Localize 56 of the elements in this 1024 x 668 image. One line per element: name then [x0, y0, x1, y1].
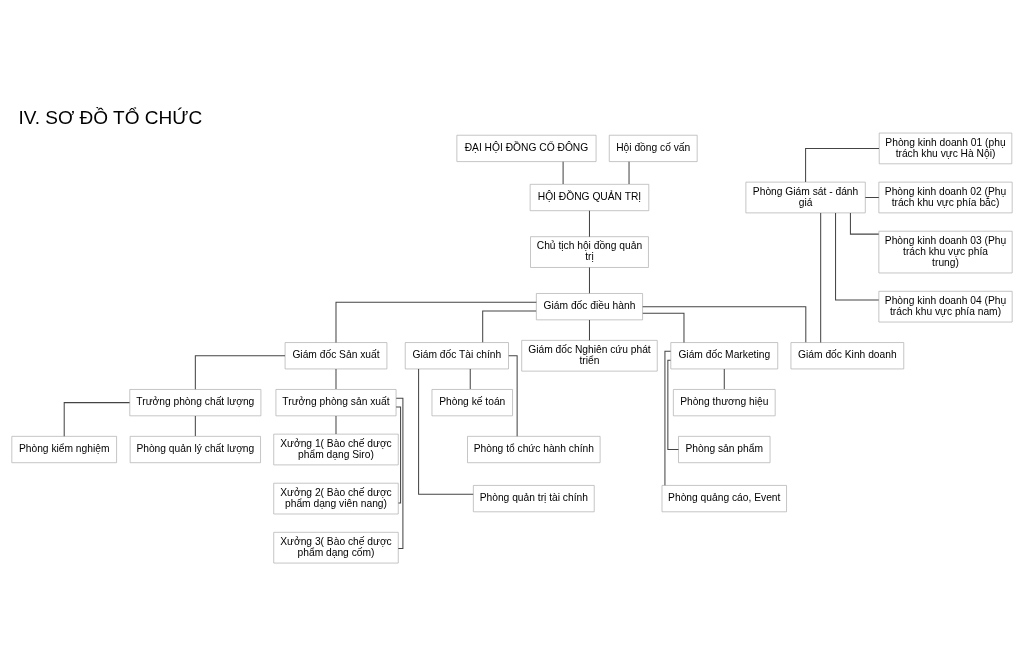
connector: [835, 212, 880, 301]
node-box: Giám đốc điều hành: [536, 292, 643, 320]
connector: [864, 196, 880, 198]
diagram-title: IV. SƠ ĐỒ TỔ CHỨC: [18, 106, 203, 128]
connector: [395, 397, 404, 549]
connector: [335, 414, 337, 435]
node-box: Phòng kinh doanh 03 (Phụ trách khu vực phía trung): [878, 230, 1013, 273]
node-box: Hội đồng cố vấn: [608, 134, 698, 162]
node-box: Giám đốc Sản xuất: [284, 341, 388, 369]
node-box: Trưởng phòng chất lượng: [129, 388, 262, 416]
connector: [194, 414, 196, 437]
node-box: Xưởng 3( Bào chế dược phẩm dạng cốm): [273, 531, 399, 563]
node-box: Phòng quảng cáo, Event: [661, 484, 787, 512]
connector: [667, 359, 679, 450]
node-box: HỘI ĐỒNG QUẢN TRỊ: [529, 183, 650, 211]
connector: [805, 147, 880, 182]
node-box: Phòng tổ chức hành chính: [467, 435, 601, 463]
node-box: ĐẠI HỘI ĐỒNG CỔ ĐÔNG: [456, 134, 597, 162]
connector: [642, 312, 685, 343]
connector: [588, 266, 590, 294]
connector: [194, 354, 286, 390]
node-box: Giám đốc Kinh doanh: [790, 341, 905, 369]
connector: [664, 350, 672, 486]
connector: [849, 212, 880, 235]
connector: [588, 209, 590, 237]
connector: [820, 212, 822, 343]
connector: [628, 160, 630, 185]
connector: [335, 368, 337, 390]
node-box: Xưởng 1( Bào chế dược phẩm dạng Siro): [273, 433, 399, 465]
connector: [418, 368, 474, 495]
connector: [562, 160, 564, 185]
node-box: Chủ tịch hội đồng quản trị: [530, 235, 649, 268]
node-box: Phòng kiểm nghiệm: [11, 435, 117, 463]
node-box: Phòng quản trị tài chính: [473, 484, 595, 512]
connector: [508, 354, 518, 437]
connector: [395, 406, 402, 503]
node-box: Xưởng 2( Bào chế dược phẩm dạng viên nang): [273, 482, 399, 514]
node-box: Phòng Giám sát - đánh giá: [745, 181, 866, 213]
node-box: Giám đốc Tài chính: [404, 341, 509, 369]
node-box: Phòng sản phẩm: [678, 435, 771, 463]
connector: [723, 368, 725, 390]
connector: [482, 310, 537, 343]
node-box: Phòng kinh doanh 02 (Phụ trách khu vực phía bắc): [878, 181, 1013, 213]
node-box: Giám đốc Nghiên cứu phát triển: [521, 339, 658, 371]
node-box: Phòng kinh doanh 04 (Phụ trách khu vực phía nam): [878, 290, 1013, 322]
node-box: Phòng thương hiệu: [673, 388, 776, 416]
connector: [335, 301, 537, 343]
connector: [588, 319, 590, 341]
node-box: Phòng kế toán: [431, 388, 513, 416]
node-box: Phòng kinh doanh 01 (phụ trách khu vực Hà Nội): [878, 132, 1013, 164]
node-box: Trưởng phòng sản xuất: [275, 388, 397, 416]
node-box: Giám đốc Marketing: [670, 341, 779, 369]
connector: [63, 401, 131, 437]
node-box: Phòng quản lý chất lượng: [129, 435, 261, 463]
connector: [469, 368, 471, 390]
connector: [642, 305, 807, 343]
